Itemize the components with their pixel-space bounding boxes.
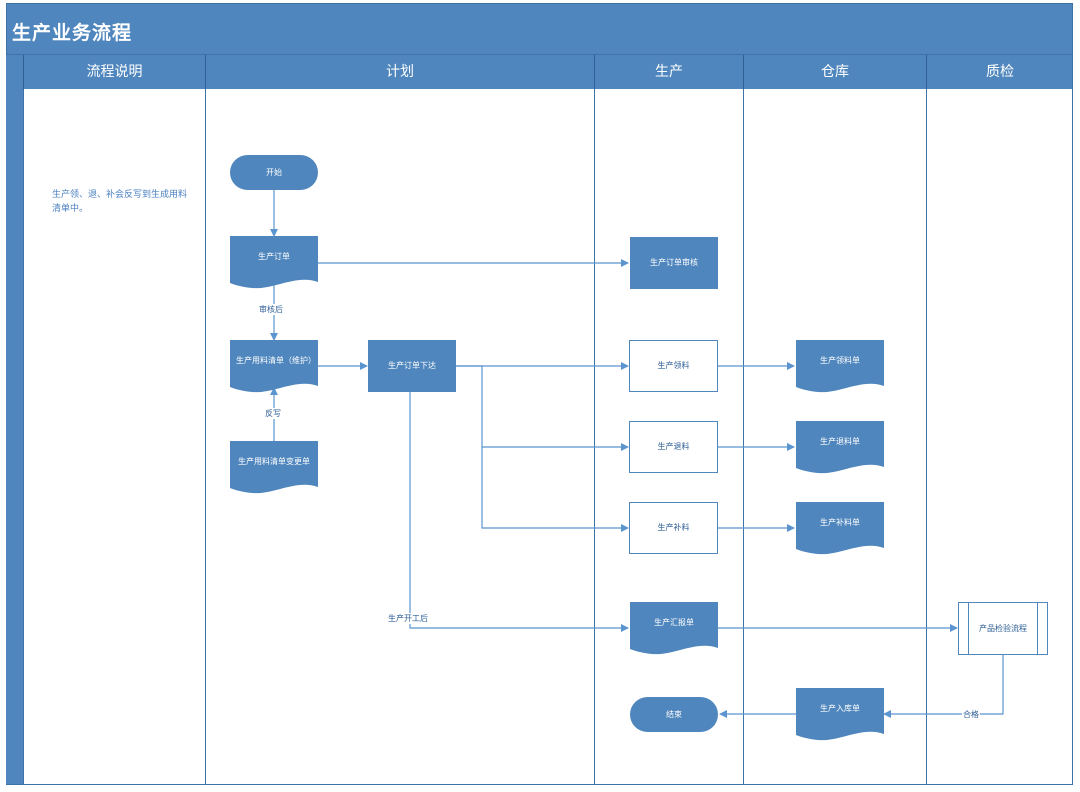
process-supplement: 生产补料 [629,502,718,554]
edge-label-writeback: 反写 [264,408,282,419]
doc-return-slip-label: 生产退料单 [820,437,860,446]
doc-bom: 生产用料清单（维护） [230,340,318,396]
doc-pick-slip: 生产领料单 [796,340,884,396]
doc-supplement-slip-label: 生产补料单 [820,518,860,527]
process-return: 生产退料 [629,421,718,473]
edge-inspect-to-inbound [883,655,1004,718]
doc-inbound-slip-label: 生产入库单 [820,704,860,713]
lane-header-quality: 质检 [926,55,1073,89]
subprocess-bar-left [968,603,969,654]
doc-report: 生产汇报单 [630,602,718,658]
lane-header-production: 生产 [594,55,743,89]
edge-label-after-audit: 审核后 [258,304,284,315]
subprocess-inspection-label: 产品检验流程 [979,623,1027,633]
edge-release-to-return [456,365,629,451]
process-order-release: 生产订单下达 [368,340,456,392]
frame-bottom-edge [6,784,1073,785]
lane-description [23,89,205,785]
doc-bom-change: 生产用料清单变更单 [230,441,318,497]
process-pick: 生产领料 [629,340,718,392]
subprocess-bar-right [1037,603,1038,654]
edge-release-to-supplement [481,447,629,532]
left-frame-strip [6,55,23,785]
doc-production-order-label: 生产订单 [258,252,290,261]
doc-bom-change-label: 生产用料清单变更单 [238,457,310,466]
lane-quality [926,89,1073,785]
diagram-title: 生产业务流程 [12,22,133,44]
doc-supplement-slip: 生产补料单 [796,502,884,558]
process-note: 生产领、退、补会反写到生成用料清单中。 [52,190,188,214]
doc-return-slip: 生产退料单 [796,421,884,477]
doc-report-label: 生产汇报单 [654,618,694,627]
lane-header-description: 流程说明 [23,55,205,89]
doc-inbound-slip: 生产入库单 [796,688,884,744]
process-order-audit: 生产订单审核 [630,237,718,289]
lane-header-warehouse: 仓库 [743,55,926,89]
doc-bom-label: 生产用料清单（维护） [236,356,316,365]
edge-label-pass: 合格 [962,709,980,720]
edge-release-to-report [409,392,629,632]
lane-plan [205,89,594,785]
doc-pick-slip-label: 生产领料单 [820,356,860,365]
title-bar: 生产业务流程 [6,3,1073,55]
subprocess-inspection: 产品检验流程 [958,602,1048,655]
end-terminator: 结束 [630,697,718,732]
frame-right-edge [1072,55,1073,785]
doc-production-order: 生产订单 [230,236,318,292]
start-terminator: 开始 [230,155,318,190]
edge-label-after-start: 生产开工后 [387,613,429,624]
lane-header-plan: 计划 [205,55,594,89]
